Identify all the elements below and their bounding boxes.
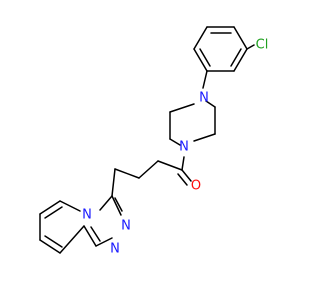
bond bbox=[114, 197, 123, 212]
bond bbox=[181, 156, 185, 171]
bond bbox=[59, 225, 85, 254]
chlorophenyl-ring bbox=[193, 26, 248, 72]
bond bbox=[39, 200, 61, 215]
bond bbox=[99, 195, 113, 211]
bond bbox=[205, 100, 216, 108]
triazole-n-2-label: N bbox=[121, 219, 131, 234]
bond bbox=[193, 48, 208, 72]
bond bbox=[246, 44, 255, 50]
bond bbox=[169, 138, 181, 146]
bond bbox=[114, 168, 140, 179]
bond bbox=[233, 26, 248, 50]
bond bbox=[111, 168, 116, 197]
bond bbox=[39, 239, 61, 254]
bond bbox=[83, 225, 97, 247]
bond bbox=[44, 206, 63, 219]
bond bbox=[181, 169, 192, 182]
pyridine-ring bbox=[39, 200, 85, 254]
bond bbox=[44, 235, 63, 248]
bond bbox=[193, 133, 216, 142]
triazole-n-3-label: N bbox=[110, 242, 120, 257]
piperazine-n-top-label: N bbox=[199, 91, 209, 106]
molecule-structure: Cl N N O N N N bbox=[39, 26, 269, 257]
bond bbox=[202, 70, 208, 89]
bond bbox=[90, 226, 101, 242]
chlorine-label: Cl bbox=[256, 38, 269, 53]
bond bbox=[157, 160, 183, 171]
piperazine-n-bottom-label: N bbox=[179, 140, 189, 155]
bond bbox=[199, 48, 211, 67]
triazole-ring bbox=[83, 195, 123, 247]
bond bbox=[233, 48, 248, 72]
triazole-n-bridge-label: N bbox=[82, 208, 92, 223]
bond bbox=[169, 103, 195, 113]
molecule-diagram: Cl N N O N N N bbox=[39, 26, 269, 257]
bond bbox=[177, 173, 188, 186]
bond bbox=[95, 237, 113, 247]
piperazine-ring bbox=[169, 100, 216, 146]
carbonyl-o-label: O bbox=[191, 179, 201, 194]
bond bbox=[111, 195, 122, 216]
bond bbox=[193, 26, 208, 50]
bond bbox=[59, 200, 81, 212]
bond bbox=[230, 48, 242, 67]
bond bbox=[138, 160, 159, 179]
